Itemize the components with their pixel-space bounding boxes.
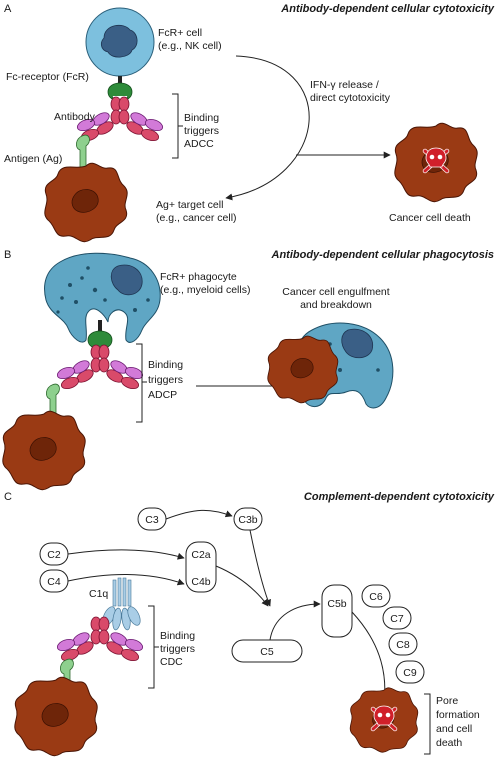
c3b-box <box>233 507 263 531</box>
binding-c-1: Binding <box>160 630 195 642</box>
c9-box <box>395 660 425 684</box>
panel-a-title: Antibody-dependent cellular cytotoxicity <box>280 3 495 15</box>
panel-b-letter: B <box>4 249 11 261</box>
target-cell-b <box>2 410 86 491</box>
c5b-box <box>321 584 353 638</box>
death-label: Cancer cell death <box>389 212 471 224</box>
pore-1: Pore <box>436 695 458 707</box>
panel-c: C Complement-dependent cytotoxicity C3 C… <box>4 491 495 757</box>
ifn-arrow <box>225 55 310 201</box>
antibody-b <box>55 344 145 392</box>
c4b-label: C4b <box>191 576 210 588</box>
binding-b-2: triggers <box>148 374 183 386</box>
antibody-label: Antibody <box>54 111 96 123</box>
c4b-down-arrow <box>215 565 269 607</box>
c3-arrow <box>165 509 233 520</box>
panel-b-title: Antibody-dependent cellular phagocytosis <box>271 249 494 261</box>
c3b-label: C3b <box>238 514 257 526</box>
bracket-pore <box>424 693 431 755</box>
antibody-c <box>55 616 145 664</box>
engulf-label-2: and breakdown <box>300 299 372 311</box>
c2a-c4b-box <box>185 541 217 593</box>
panel-c-title: Complement-dependent cytotoxicity <box>304 491 495 503</box>
pore-2: formation <box>436 709 480 721</box>
c4-arrow <box>67 574 185 586</box>
bracket-c <box>148 605 159 689</box>
phagocyte-cell <box>44 252 161 343</box>
target-label-1: Ag+ target cell <box>156 199 223 211</box>
c3-label: C3 <box>145 514 159 526</box>
c2-label: C2 <box>47 549 61 561</box>
fc-receptor-label: Fc-receptor (FcR) <box>6 71 89 83</box>
c5b-label: C5b <box>327 598 346 610</box>
panel-a-letter: A <box>4 3 12 15</box>
target-label-2: (e.g., cancer cell) <box>156 212 237 224</box>
binding-b-3: ADCP <box>148 389 177 401</box>
bracket-a <box>172 93 183 159</box>
phagocyte-label-1: FcR+ phagocyte <box>160 271 237 283</box>
c3b-down-arrow <box>249 529 271 607</box>
panel-a: A Antibody-dependent cellular cytotoxici… <box>4 3 495 243</box>
bracket-b <box>136 343 147 423</box>
binding-a-3: ADCC <box>184 138 214 150</box>
binding-b-1: Binding <box>148 359 183 371</box>
c2-arrow <box>67 549 185 560</box>
panel-c-letter: C <box>4 491 12 503</box>
c6-label: C6 <box>369 591 383 603</box>
c7-label: C7 <box>390 613 404 625</box>
binding-c-3: CDC <box>160 656 183 668</box>
binding-a-2: triggers <box>184 125 219 137</box>
target-cell-c <box>14 676 98 757</box>
c8-box <box>388 632 418 656</box>
c6-box <box>361 584 391 608</box>
c7-box <box>382 606 412 630</box>
binding-c-2: triggers <box>160 643 195 655</box>
c9-label: C9 <box>403 667 417 679</box>
c1q-label: C1q <box>89 588 108 600</box>
c5-box <box>231 639 303 663</box>
c4-label: C4 <box>47 576 61 588</box>
c5b-arrow <box>351 611 389 705</box>
c5-arrow <box>269 600 321 641</box>
ifn-label-1: IFN-γ release / <box>310 79 379 91</box>
antigen-label: Antigen (Ag) <box>4 153 62 165</box>
pore-3: and cell <box>436 723 472 735</box>
ifn-label-2: direct cytotoxicity <box>310 92 391 104</box>
engulf-label-1: Cancer cell engulfment <box>282 286 389 298</box>
fc-receptor-b <box>87 330 113 350</box>
phagocyte-label-2: (e.g., myeloid cells) <box>160 284 250 296</box>
pore-4: death <box>436 737 462 749</box>
nk-cell <box>85 7 155 77</box>
fcr-cell-label-2: (e.g., NK cell) <box>158 40 222 52</box>
binding-a-1: Binding <box>184 112 219 124</box>
target-cell-a <box>44 162 128 243</box>
panel-b: B Antibody-dependent cellular phagocytos… <box>2 249 494 491</box>
fcr-cell-label-1: FcR+ cell <box>158 27 202 39</box>
c2a-label: C2a <box>191 549 210 561</box>
c5-label: C5 <box>260 646 274 658</box>
c8-label: C8 <box>396 639 410 651</box>
